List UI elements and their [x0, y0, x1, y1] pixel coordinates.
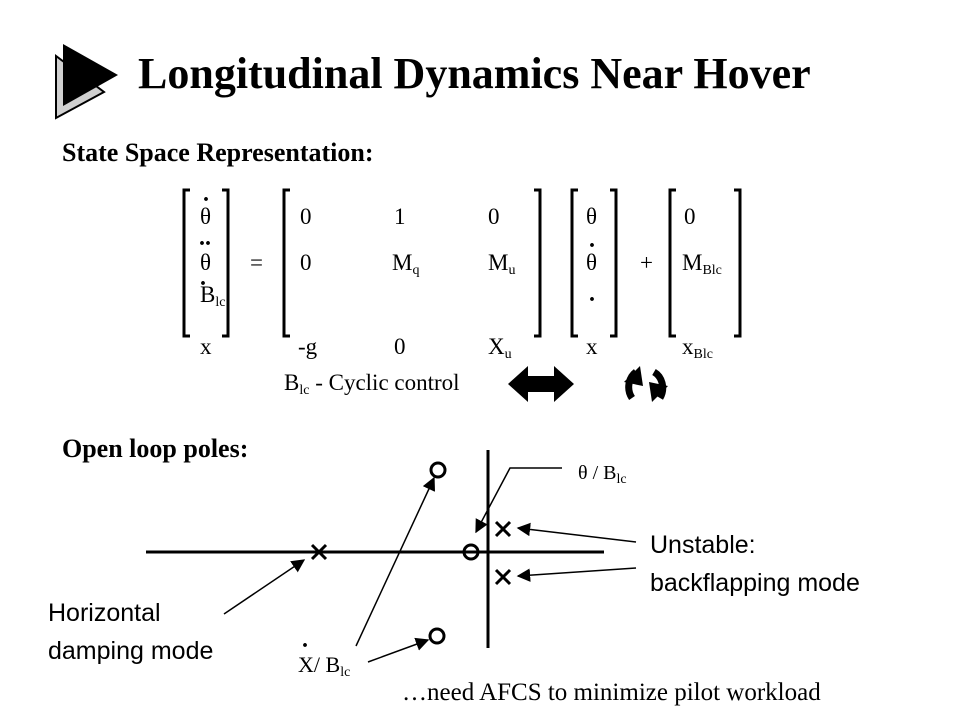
equals-sign: = — [250, 250, 263, 275]
cyclic-control-note: Blc - Cyclic control — [284, 370, 460, 398]
pole-marker — [310, 543, 328, 561]
footer-note: …need AFCS to minimize pilot workload — [402, 679, 821, 706]
derivative-dot: . — [589, 281, 595, 307]
state-blc-dot: Blc — [200, 282, 226, 310]
derivative-dot: . — [589, 227, 595, 253]
a-matrix-cell: 0 — [300, 250, 312, 275]
zero-marker — [428, 627, 446, 645]
a-matrix-cell: 1 — [394, 204, 406, 229]
x-vector-x: x — [586, 334, 598, 359]
horizontal-label: Horizontal — [48, 599, 161, 627]
state-theta-dot: θ — [200, 204, 212, 229]
leader-arrows — [223, 467, 637, 663]
unstable-label: Unstable: — [650, 531, 756, 559]
derivative-double-dot: .. — [199, 225, 211, 251]
a-matrix-cell: Xu — [488, 334, 512, 362]
b-vector-bracket — [668, 188, 742, 338]
a-matrix-cell: 0 — [488, 204, 500, 229]
state-vector-bracket — [182, 188, 230, 338]
double-arrow-icon — [508, 366, 574, 402]
title-bullet-icon — [55, 44, 118, 120]
pole-marker — [494, 568, 512, 586]
state-theta-ddot: θ — [200, 250, 212, 275]
a-matrix-cell: 0 — [300, 204, 312, 229]
x-vector-bracket — [570, 188, 618, 338]
state-x-dot: x — [200, 334, 212, 359]
zero-marker — [462, 543, 480, 561]
a-matrix-cell: Mu — [488, 250, 516, 278]
zero-marker — [429, 461, 447, 479]
backflapping-label: backflapping mode — [650, 569, 860, 597]
state-space-heading: State Space Representation: — [62, 138, 374, 167]
derivative-dot: . — [200, 265, 206, 291]
a-matrix-cell: -g — [298, 334, 318, 359]
x-vector-theta-dot: θ — [586, 250, 598, 275]
b-vector-cell: MBlc — [682, 250, 722, 278]
theta-transfer-label: θ / Blc — [578, 462, 627, 487]
x-vector-theta: θ — [586, 204, 598, 229]
derivative-dot: . — [203, 181, 209, 207]
derivative-dot: . — [302, 627, 308, 653]
plus-sign: + — [640, 250, 653, 275]
pole-marker — [494, 520, 512, 538]
a-matrix-cell: Mq — [392, 250, 420, 278]
b-vector-cell: 0 — [684, 204, 696, 229]
b-vector-cell: xBlc — [682, 334, 713, 362]
page-title: Longitudinal Dynamics Near Hover — [138, 49, 811, 98]
open-loop-poles-heading: Open loop poles: — [62, 434, 249, 463]
a-matrix-bracket — [282, 188, 542, 338]
cyclic-rotation-icon — [624, 366, 668, 402]
a-matrix-cell: 0 — [394, 334, 406, 359]
xdot-transfer-label: X/ Blc — [298, 652, 351, 680]
damping-mode-label: damping mode — [48, 637, 214, 665]
